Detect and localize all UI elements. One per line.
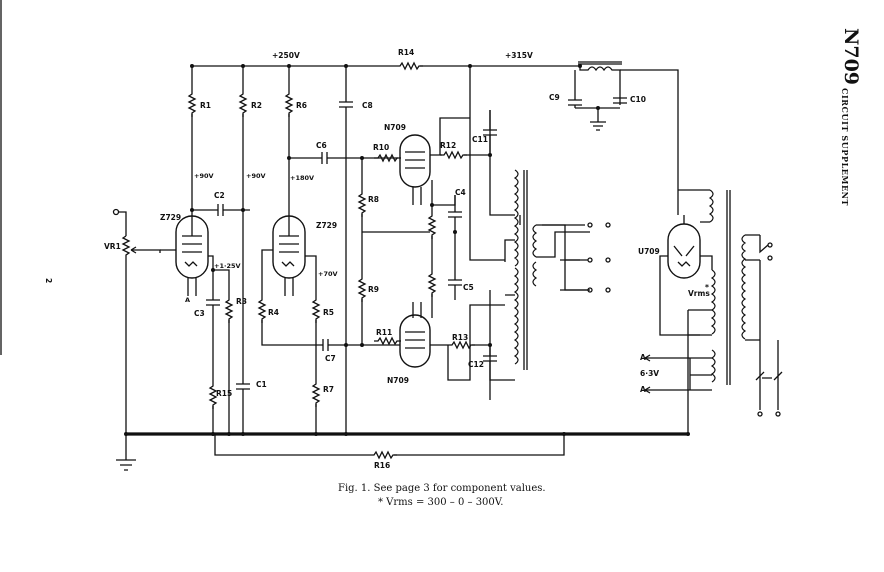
- tube-n709-2: [399, 302, 448, 368]
- label-r9: R9: [368, 285, 379, 294]
- label-r12: R12: [440, 141, 456, 150]
- capacitor-c11: [469, 105, 515, 216]
- output-transformer: [513, 169, 611, 370]
- pin-label-a: A: [185, 296, 190, 304]
- label-c10: C10: [630, 95, 646, 104]
- label-c11: C11: [472, 135, 488, 144]
- label-r6: R6: [296, 101, 307, 110]
- label-c2: C2: [214, 191, 225, 200]
- label-c8: C8: [362, 101, 373, 110]
- capacitor-c12: [483, 290, 515, 381]
- label-r15: R15: [216, 389, 232, 398]
- resistor-r11: [373, 337, 402, 345]
- label-r3: R3: [236, 297, 247, 306]
- resistor-r4: [258, 295, 266, 324]
- caption-line-2: * Vrms = 300 – 0 – 300V.: [378, 497, 503, 508]
- label-r14: R14: [398, 48, 414, 57]
- capacitor-c7: [320, 339, 400, 351]
- tube-label-u709: U709: [638, 247, 660, 256]
- label-vr1: VR1: [104, 242, 121, 251]
- voltage-125v: +1·25V: [214, 262, 241, 270]
- resistor-r6: [285, 89, 293, 118]
- b-plus-rails: [191, 65, 580, 105]
- rail-label-250v: +250V: [272, 51, 300, 60]
- capacitor-c2: [192, 204, 243, 216]
- capacitor-c4: [448, 195, 462, 232]
- resistor-r9: [358, 274, 366, 303]
- resistor-r12: [439, 151, 468, 159]
- label-r2: R2: [251, 101, 262, 110]
- tube-label-z729-2: Z729: [316, 221, 337, 230]
- tube-label-n709-2: N709: [387, 376, 409, 385]
- filter-choke: [568, 61, 679, 215]
- resistor-r-lower: [428, 269, 436, 298]
- resistor-r8: [358, 189, 366, 218]
- resistor-r10: [373, 154, 402, 162]
- capacitor-c1: [236, 210, 250, 434]
- mains-transformer: [644, 189, 783, 434]
- vrms-star: *: [705, 283, 709, 292]
- junction-dots: [124, 64, 690, 436]
- tube-z729-1: [160, 215, 214, 296]
- heater-label-a2: A: [640, 385, 646, 394]
- vrms-label: Vrms: [688, 289, 710, 298]
- label-r13: R13: [452, 333, 468, 342]
- voltage-90v-b: +90V: [246, 172, 266, 180]
- heater-label-63v: 6·3V: [640, 369, 659, 378]
- resistor-r7: [312, 379, 320, 408]
- page-title: N709: [840, 28, 862, 85]
- voltage-90v-a: +90V: [194, 172, 214, 180]
- label-c5: C5: [463, 283, 474, 292]
- tube-label-z729-1: Z729: [160, 213, 181, 222]
- label-c4: C4: [455, 188, 466, 197]
- rail-label-315v: +315V: [505, 51, 533, 60]
- label-c6: C6: [316, 141, 327, 150]
- resistor-r-upper: [428, 211, 436, 240]
- input-vr1: [112, 208, 161, 434]
- tube-label-n709-1: N709: [384, 123, 406, 132]
- resistor-r14: [395, 62, 424, 70]
- label-r5: R5: [323, 308, 334, 317]
- resistor-r1: [188, 89, 196, 118]
- capacitor-c6: [316, 152, 398, 164]
- page-subtitle: CIRCUIT SUPPLEMENT: [840, 88, 850, 206]
- label-r11: R11: [376, 328, 392, 337]
- r16-loop: [214, 434, 565, 456]
- voltage-70v: +70V: [318, 270, 338, 278]
- ground-symbol: [116, 434, 136, 471]
- resistor-r2: [239, 89, 247, 118]
- resistor-r5: [312, 295, 320, 324]
- capacitor-c8: [339, 95, 353, 434]
- label-c1: C1: [256, 380, 267, 389]
- label-r10: R10: [373, 143, 389, 152]
- resistor-r13: [447, 341, 476, 349]
- resistor-r3: [225, 295, 233, 324]
- label-r16: R16: [374, 461, 390, 470]
- label-r7: R7: [323, 385, 334, 394]
- label-c9: C9: [549, 93, 560, 102]
- capacitor-c5: [448, 262, 462, 300]
- label-r8: R8: [368, 195, 379, 204]
- voltage-180v: +180V: [290, 174, 314, 182]
- resistor-r16: [369, 451, 398, 459]
- tube-u709: [659, 215, 701, 336]
- label-c12: C12: [468, 360, 484, 369]
- label-r4: R4: [268, 308, 279, 317]
- caption-line-1: Fig. 1. See page 3 for component values.: [338, 483, 546, 494]
- label-c7: C7: [325, 354, 336, 363]
- capacitor-c3: [206, 270, 220, 382]
- tube-z729-2: [261, 210, 317, 296]
- tube-n709-1: [399, 134, 442, 205]
- page-number: 2: [44, 278, 53, 283]
- label-c3: C3: [194, 309, 205, 318]
- heater-label-a1: A: [640, 353, 646, 362]
- label-r1: R1: [200, 101, 211, 110]
